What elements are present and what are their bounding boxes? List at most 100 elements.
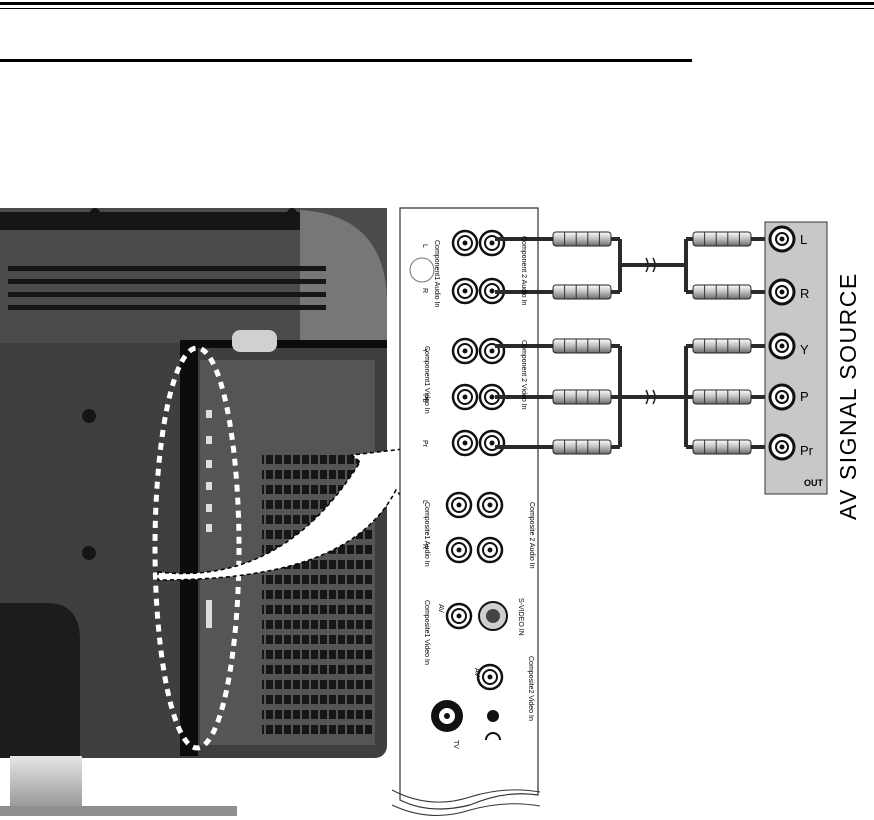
label-composite1-audio: Composite1 Audio In [423, 502, 430, 567]
connection-arrow [157, 447, 413, 581]
label-pr: Pr [421, 440, 428, 447]
tv-side-jacks [206, 410, 212, 628]
screw-hole [90, 208, 100, 218]
source-out-label: OUT [804, 478, 823, 488]
rca-plug [552, 389, 612, 405]
source-jack-label-l: L [800, 232, 808, 247]
rca-plug [692, 439, 752, 455]
grille-slot [262, 695, 372, 704]
source-jack [768, 278, 796, 306]
rca-jack [478, 337, 506, 365]
label-y: Y [421, 348, 428, 353]
grille-slot [262, 605, 372, 614]
source-jack [768, 225, 796, 253]
rca-jack [445, 602, 473, 630]
cable-break-mark [645, 257, 656, 273]
tv-stand-base [10, 756, 82, 806]
label-r-1: R [421, 288, 428, 294]
grille-slot [262, 665, 372, 674]
grille-divider [300, 455, 302, 735]
rca-plug [692, 389, 752, 405]
grille-slot [262, 680, 372, 689]
heading-rule [0, 59, 692, 62]
label-pb: Pb [421, 394, 428, 403]
grille-slot [262, 710, 372, 719]
rca-jack [476, 536, 504, 564]
tv-stand-neck [0, 603, 80, 758]
rca-plug [692, 284, 752, 300]
label-r-2: R [421, 544, 428, 550]
antenna-jack [431, 700, 463, 732]
grille-slot [262, 590, 372, 599]
grille-slot [262, 470, 372, 479]
cables [495, 231, 780, 455]
label-tv: TV [452, 740, 459, 749]
tv-vent-slots [8, 266, 326, 310]
grille-slot [262, 575, 372, 584]
label-composite2-audio: Composite 2 Audio In [528, 502, 535, 569]
panel-hole [409, 257, 435, 283]
source-jack [768, 332, 796, 360]
source-jack-label-pr: Pr [800, 443, 813, 458]
source-jack [768, 383, 796, 411]
grille-divider [282, 455, 284, 735]
label-av2: AV [473, 668, 480, 677]
grille-divider [318, 455, 320, 735]
source-jack-label-p: P [800, 389, 809, 404]
tv-tab [232, 330, 277, 352]
rca-plug [692, 231, 752, 247]
cable-break-mark [645, 389, 656, 405]
label-av1: AV [437, 604, 444, 613]
label-component1-video: Component1 Video In [423, 346, 430, 414]
grille-divider [264, 455, 266, 735]
top-double-rule-thick [0, 2, 874, 5]
screw-hole [82, 546, 96, 560]
grille-divider [345, 455, 347, 735]
grille-divider [291, 455, 293, 735]
rca-jack [451, 337, 479, 365]
source-jack-label-r: R [800, 286, 810, 301]
source-title: AV SIGNAL SOURCE [835, 272, 861, 520]
label-composite1-video: Composite1 Video In [423, 600, 430, 665]
label-composite2-video: Composite2 Video In [527, 656, 534, 721]
grille-slot [262, 650, 372, 659]
rca-jack [478, 429, 506, 457]
source-jack [768, 433, 796, 461]
label-l-2: L [421, 500, 428, 504]
tv-rear-illustration [0, 208, 413, 816]
grille-slot [262, 500, 372, 509]
label-svideo: S-VIDEO IN [517, 598, 524, 636]
tv-stand-foot [0, 806, 237, 816]
grille-divider [273, 455, 275, 735]
screw-hole [287, 208, 297, 218]
rca-jack [445, 536, 473, 564]
av-source-box [764, 221, 828, 495]
rca-plug [692, 338, 752, 354]
rca-jack [476, 491, 504, 519]
rca-jack [445, 491, 473, 519]
grille-divider [336, 455, 338, 735]
rca-jack [476, 663, 504, 691]
rca-jack [451, 429, 479, 457]
rca-jack [451, 229, 479, 257]
rca-jack [478, 383, 506, 411]
rca-jack [478, 229, 506, 257]
rca-jack [478, 277, 506, 305]
label-component2-audio: Component 2 Audio In [520, 236, 527, 306]
rca-plug [552, 439, 612, 455]
grille-slot [262, 635, 372, 644]
tv-grille [262, 455, 372, 735]
rca-plug [552, 231, 612, 247]
grille-divider [327, 455, 329, 735]
rca-plug [552, 338, 612, 354]
source-jack-label-y: Y [800, 342, 809, 357]
tv-vents-top [0, 212, 300, 230]
grille-slot [262, 485, 372, 494]
highlight-ellipse [152, 345, 242, 751]
rca-jack [451, 277, 479, 305]
grille-slot [262, 725, 372, 734]
rca-plug [552, 284, 612, 300]
label-component2-video: Component 2 Video In [520, 340, 527, 410]
screw-hole [82, 409, 96, 423]
